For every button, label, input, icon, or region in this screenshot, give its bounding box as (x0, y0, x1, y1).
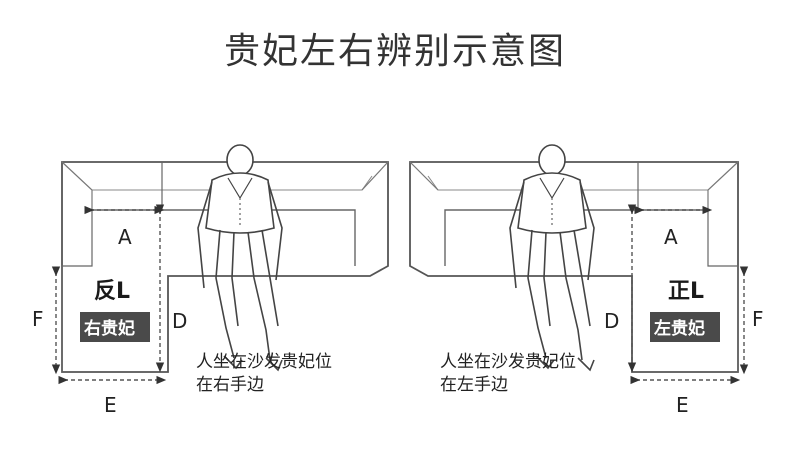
right-caption-line2: 在左手边 (440, 375, 508, 395)
right-label-d: D (604, 309, 619, 333)
left-tag: 反L (94, 279, 130, 304)
right-badge-bg (650, 312, 720, 342)
right-label-a: A (664, 225, 678, 249)
left-label-e: E (104, 393, 117, 417)
right-tag: 正L (668, 279, 704, 304)
right-dimension-lines (627, 204, 749, 385)
left-label-f: F (32, 307, 44, 331)
left-label-a: A (118, 225, 132, 249)
left-badge-bg (80, 312, 150, 342)
left-label-d: D (172, 309, 187, 333)
left-caption-line1: 人坐在沙发贵妃位 (196, 352, 332, 372)
page-title: 贵妃左右辨别示意图 (223, 31, 566, 72)
right-label-e: E (676, 393, 689, 417)
left-caption-line2: 在右手边 (196, 375, 264, 395)
right-caption-line1: 人坐在沙发贵妃位 (440, 352, 576, 372)
right-badge: 左贵妃 (654, 318, 705, 339)
left-dimension-lines (51, 204, 167, 385)
right-label-f: F (752, 307, 764, 331)
left-badge: 右贵妃 (84, 318, 135, 339)
